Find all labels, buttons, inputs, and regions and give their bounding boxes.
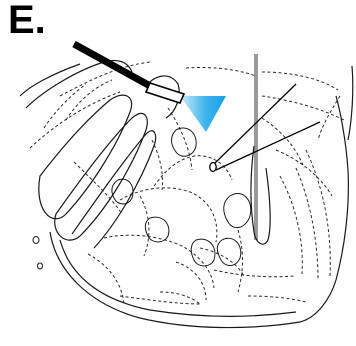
recording-pipette-icon	[210, 84, 320, 172]
left-edge-marks	[33, 237, 43, 270]
elongated-structures	[39, 76, 179, 248]
electrode-tip-outline	[251, 146, 270, 244]
light-cone-icon	[180, 96, 226, 132]
optical-fiber-icon	[74, 44, 184, 103]
